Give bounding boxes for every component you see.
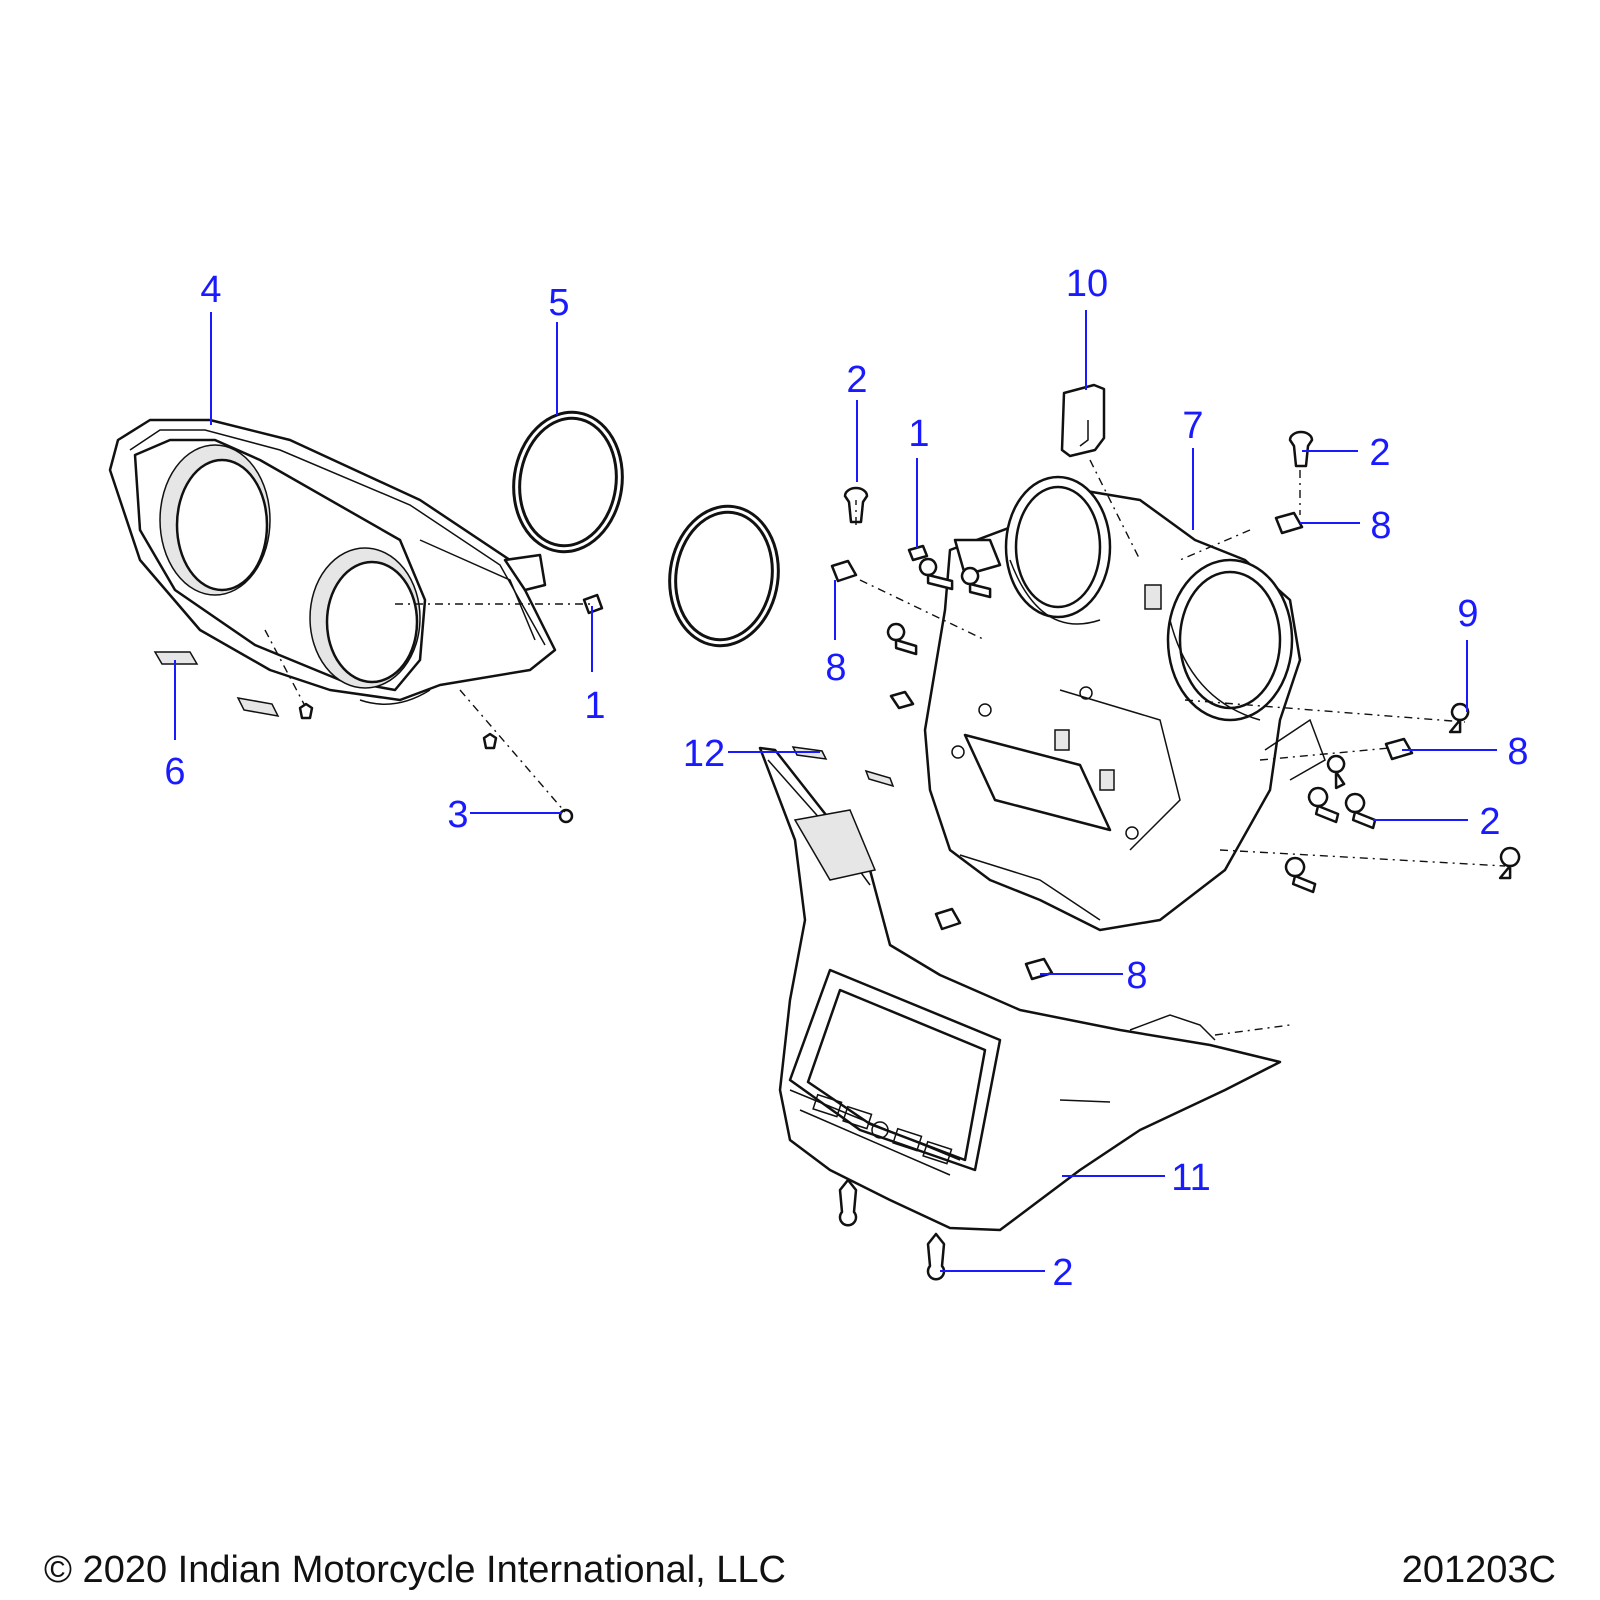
callout-8-right-top: 8 bbox=[1370, 505, 1391, 547]
callout-2-right-mid: 2 bbox=[1479, 801, 1500, 843]
foam-pad bbox=[153, 651, 895, 788]
gauge-mounting-bracket bbox=[923, 475, 1326, 932]
diagram-id: 201203C bbox=[1401, 1549, 1556, 1591]
callout-1-left: 1 bbox=[584, 685, 605, 727]
callout-9: 9 bbox=[1457, 593, 1478, 635]
lower-instrument-bezel bbox=[758, 746, 1291, 1232]
callout-7: 7 bbox=[1182, 405, 1203, 447]
callout-1-right: 1 bbox=[908, 413, 929, 455]
callout-2-right-top: 2 bbox=[1369, 432, 1390, 474]
callout-8-bottom: 8 bbox=[1126, 955, 1147, 997]
o-ring-seal-lower bbox=[668, 504, 780, 648]
callout-8-right-mid: 8 bbox=[1507, 731, 1528, 773]
leader-lines bbox=[174, 310, 1497, 1272]
callout-6: 6 bbox=[164, 751, 185, 793]
callout-12: 12 bbox=[683, 733, 725, 775]
fasteners-right bbox=[830, 430, 1521, 1281]
o-ring-seal-upper bbox=[512, 410, 624, 554]
callout-8-left: 8 bbox=[825, 647, 846, 689]
copyright-notice: © 2020 Indian Motorcycle International, … bbox=[44, 1549, 786, 1591]
fasteners-left bbox=[264, 593, 604, 824]
callout-labels: 4 5 6 1 3 2 1 8 10 7 2 8 9 8 2 12 8 11 2 bbox=[164, 263, 1528, 1294]
callout-5: 5 bbox=[548, 282, 569, 324]
callout-3: 3 bbox=[447, 794, 468, 836]
callout-11: 11 bbox=[1171, 1157, 1210, 1199]
callout-4: 4 bbox=[200, 269, 221, 311]
outer-gauge-housing bbox=[108, 418, 557, 705]
callout-2-top: 2 bbox=[846, 359, 867, 401]
label-cover bbox=[1060, 383, 1106, 458]
callout-10: 10 bbox=[1066, 263, 1108, 305]
callout-2-bottom: 2 bbox=[1052, 1252, 1073, 1294]
